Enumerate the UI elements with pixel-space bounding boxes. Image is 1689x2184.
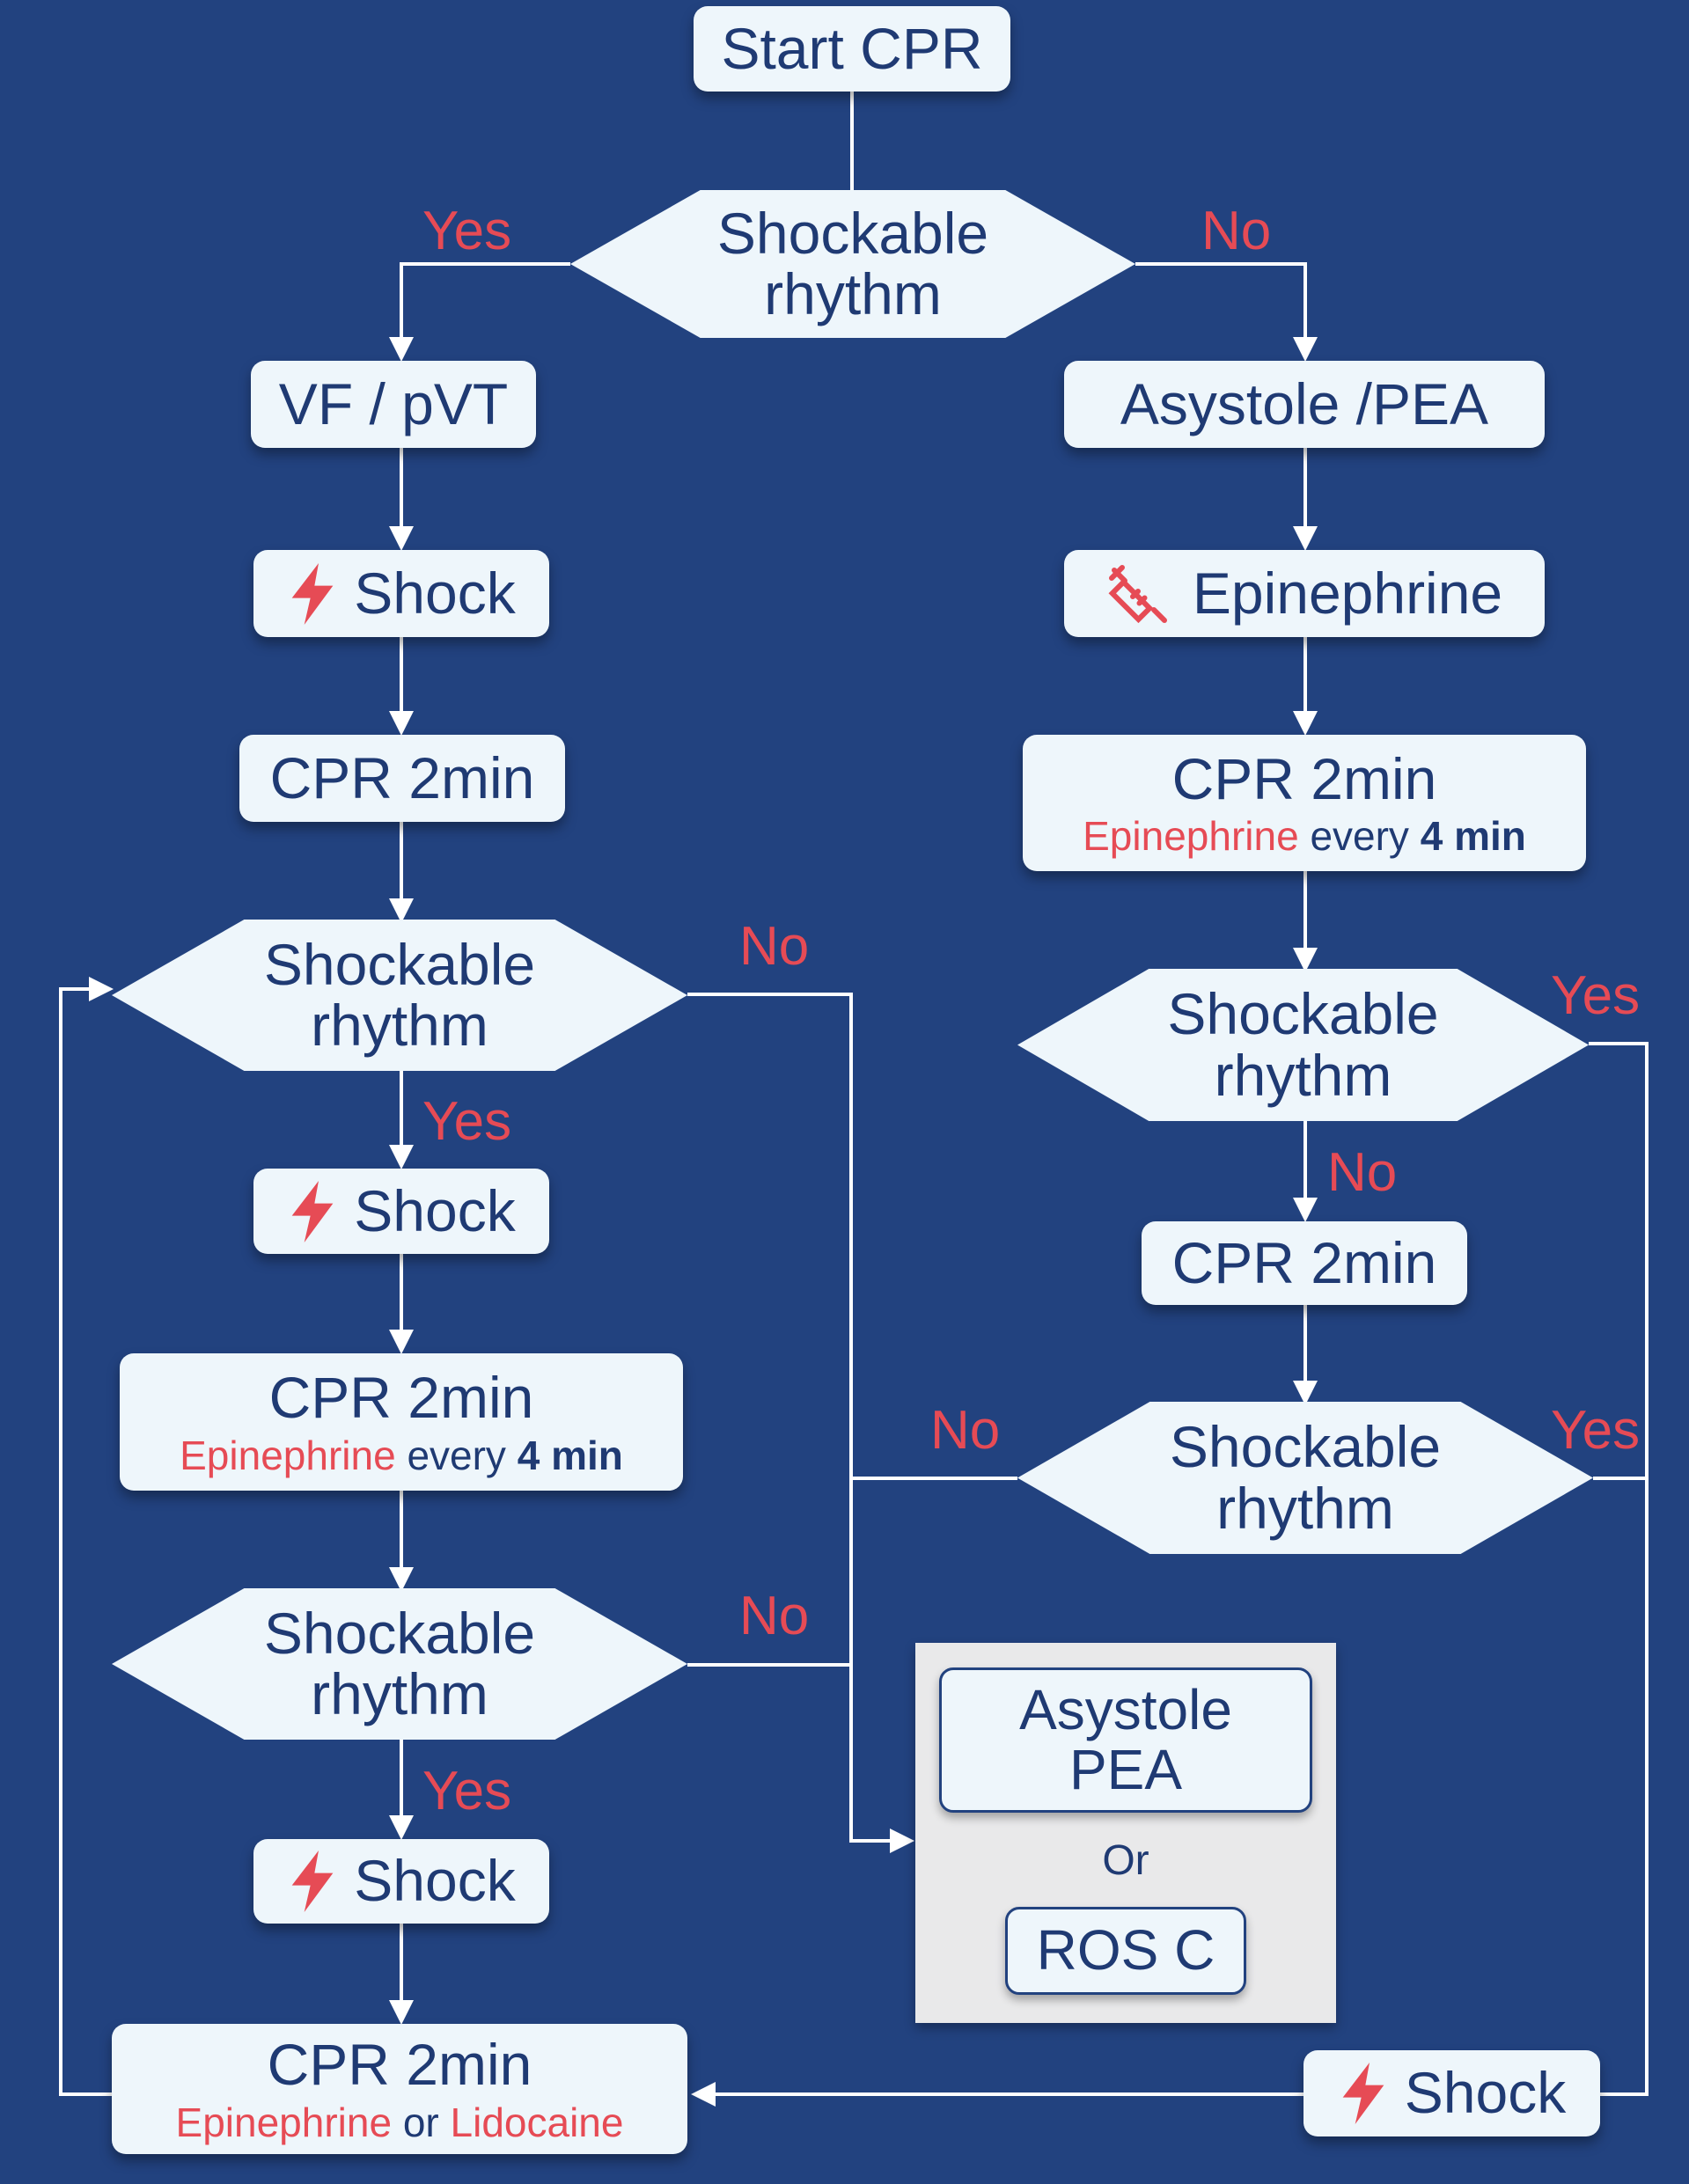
rosc-outcome-box: ROS C	[1005, 1907, 1246, 1995]
shock-box-3: Shock	[253, 1839, 549, 1924]
decision-shockable-rhythm-left-1: Shockable rhythm	[112, 920, 687, 1071]
yes-label: Yes	[1551, 965, 1641, 1026]
decision-shockable-rhythm-right-2: Shockable rhythm	[1017, 1402, 1593, 1554]
asystole-pea-box: Asystole /PEA	[1064, 361, 1545, 448]
no-label: No	[930, 1400, 1001, 1461]
lightning-bolt-icon	[291, 1851, 334, 1912]
cpr-2min-epinephrine-box-right: CPR 2min Epinephrine every 4 min	[1023, 735, 1586, 871]
syringe-icon	[1108, 564, 1167, 623]
vf-pvt-box: VF / pVT	[251, 361, 536, 448]
shock-box-2: Shock	[253, 1169, 549, 1254]
decision-shockable-rhythm-initial: Shockable rhythm	[570, 190, 1135, 338]
outcome-panel: Asystole PEA Or ROS C	[915, 1643, 1336, 2023]
cpr-2min-epinephrine-box-left: CPR 2min Epinephrine every 4 min	[120, 1353, 683, 1491]
asystole-pea-outcome-box: Asystole PEA	[939, 1667, 1312, 1813]
start-cpr-box: Start CPR	[694, 6, 1010, 92]
or-label: Or	[1102, 1837, 1149, 1884]
lightning-bolt-icon	[291, 1180, 334, 1242]
shock-box-1: Shock	[253, 550, 549, 637]
cpr-2min-box-left-1: CPR 2min	[239, 735, 565, 822]
no-label: No	[1201, 201, 1272, 261]
no-label: No	[739, 916, 810, 977]
decision-shockable-rhythm-right-1: Shockable rhythm	[1017, 969, 1589, 1121]
lightning-bolt-icon	[291, 562, 334, 625]
decision-shockable-rhythm-left-2: Shockable rhythm	[112, 1588, 687, 1740]
no-label: No	[1327, 1142, 1398, 1203]
epinephrine-box: Epinephrine	[1064, 550, 1545, 637]
yes-label: Yes	[422, 1091, 512, 1152]
yes-label: Yes	[422, 201, 512, 261]
lightning-bolt-icon	[1342, 2063, 1384, 2124]
start-cpr-label: Start CPR	[721, 15, 983, 81]
shock-box-right: Shock	[1303, 2050, 1600, 2136]
yes-label: Yes	[422, 1761, 512, 1821]
yes-label: Yes	[1551, 1400, 1641, 1461]
cpr-2min-box-right-2: CPR 2min	[1142, 1221, 1467, 1305]
no-label: No	[739, 1586, 810, 1646]
cpr-2min-epinephrine-lidocaine-box: CPR 2min Epinephrine or Lidocaine	[112, 2024, 687, 2154]
